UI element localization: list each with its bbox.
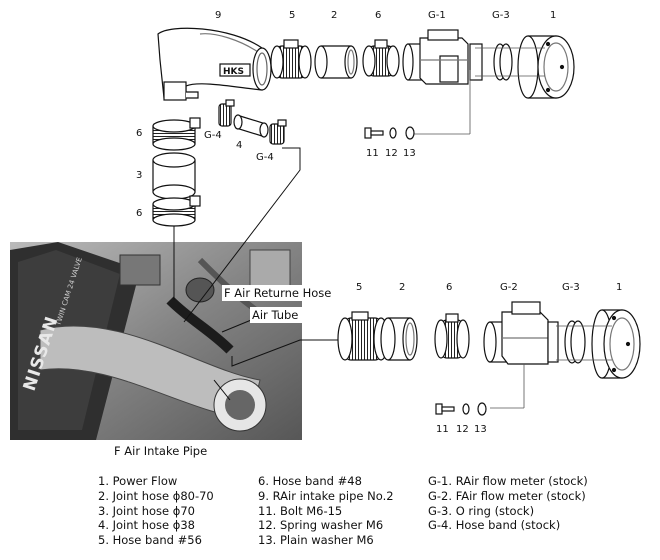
legend-item: 12. Spring washer M6 (258, 518, 384, 533)
plain-washer-13-top (405, 126, 415, 140)
legend-column-3: G-1. RAir flow meter (stock) G-2. FAir f… (428, 474, 588, 533)
legend-column-2: 6. Hose band #48 9. RAir intake pipe No.… (258, 474, 394, 548)
return-hose-callout: F Air Returne Hose (224, 286, 331, 300)
hks-logo-text: HKS (223, 67, 244, 77)
o-ring-g3-top (493, 43, 513, 81)
spring-washer-12-top (389, 127, 397, 139)
legend-item: 5. Hose band #56 (98, 533, 202, 548)
label-g3-bottom: G-3 (562, 282, 580, 293)
label-12-bottom: 12 (456, 424, 469, 435)
label-6-top: 6 (375, 10, 381, 21)
hose-band-6-stack-lower (152, 195, 201, 227)
engine-photo: NISSAN TWIN CAM 24 VALVE (10, 242, 302, 440)
legend-item: 3. Joint hose ϕ70 (98, 503, 195, 518)
label-g4-left: G-4 (204, 130, 222, 141)
small-hose-band-g4-left (218, 99, 235, 127)
small-hose-band-g4-right (269, 119, 287, 145)
joint-hose-2-bottom (380, 317, 418, 361)
legend-item: 6. Hose band #48 (258, 474, 362, 488)
legend-item: G-3. O ring (stock) (428, 503, 535, 518)
label-12-top: 12 (385, 148, 398, 159)
legend-item: 13. Plain washer M6 (258, 533, 374, 548)
legend-item: G-2. FAir flow meter (stock) (428, 488, 586, 503)
legend-item: 4. Joint hose ϕ38 (98, 518, 195, 533)
label-2-top: 2 (331, 10, 337, 21)
air-tube-label-bg (250, 307, 302, 323)
o-ring-g3-bottom (564, 320, 586, 364)
label-g4-right: G-4 (256, 152, 274, 163)
legend-item: G-4. Hose band (stock) (428, 518, 561, 533)
bolt-11-top (364, 127, 384, 139)
air-tube-callout: Air Tube (252, 308, 298, 322)
alignment-lines-top (414, 47, 545, 135)
hose-band-5-top (270, 39, 312, 79)
joint-hose-4 (233, 114, 269, 138)
label-13-top: 13 (403, 148, 416, 159)
label-1-top: 1 (550, 10, 556, 21)
label-6-left-upper: 6 (136, 128, 142, 139)
air-flow-meter-g1 (402, 29, 483, 85)
label-11-bottom: 11 (436, 424, 449, 435)
legend-item: 2. Joint hose ϕ80-70 (98, 488, 214, 503)
label-6-bottom: 6 (446, 282, 452, 293)
spring-washer-12-bottom (462, 403, 470, 415)
alignment-lines-bottom (490, 325, 612, 409)
top-assembly (152, 27, 575, 227)
label-13-bottom: 13 (474, 424, 487, 435)
intake-pipe-9 (157, 27, 272, 101)
legend-item: 9. RAir intake pipe No.2 (258, 488, 394, 503)
joint-hose-3 (152, 152, 196, 200)
plain-washer-13-bottom (477, 402, 487, 416)
label-5-top: 5 (289, 10, 295, 21)
air-flow-meter-g2 (483, 301, 559, 365)
return-hose-label-bg (222, 285, 346, 301)
label-9: 9 (215, 10, 221, 21)
legend-item: G-1. RAir flow meter (stock) (428, 474, 588, 488)
hose-band-6-top (362, 39, 400, 77)
label-g2: G-2 (500, 282, 518, 293)
label-g1: G-1 (428, 10, 446, 21)
legend-item: 1. Power Flow (98, 474, 178, 488)
label-6-left-lower: 6 (136, 208, 142, 219)
bolt-11-bottom (435, 403, 455, 415)
joint-hose-2-top (314, 45, 358, 79)
label-2-bottom: 2 (399, 282, 405, 293)
label-4: 4 (236, 140, 242, 151)
legend-column-1: 1. Power Flow 2. Joint hose ϕ80-70 3. Jo… (98, 474, 214, 548)
label-1-bottom: 1 (616, 282, 622, 293)
bottom-assembly (337, 301, 641, 416)
label-5-bottom: 5 (356, 282, 362, 293)
legend-item: 11. Bolt M6-15 (258, 503, 343, 518)
power-flow-1-bottom (591, 309, 641, 379)
intake-pipe-callout: F Air Intake Pipe (114, 444, 207, 458)
label-11-top: 11 (366, 148, 379, 159)
label-g3-top: G-3 (492, 10, 510, 21)
power-flow-1-top (517, 35, 575, 99)
label-3: 3 (136, 170, 142, 181)
hose-band-6-stack-upper (152, 117, 201, 151)
hose-band-6-bottom (434, 313, 470, 359)
